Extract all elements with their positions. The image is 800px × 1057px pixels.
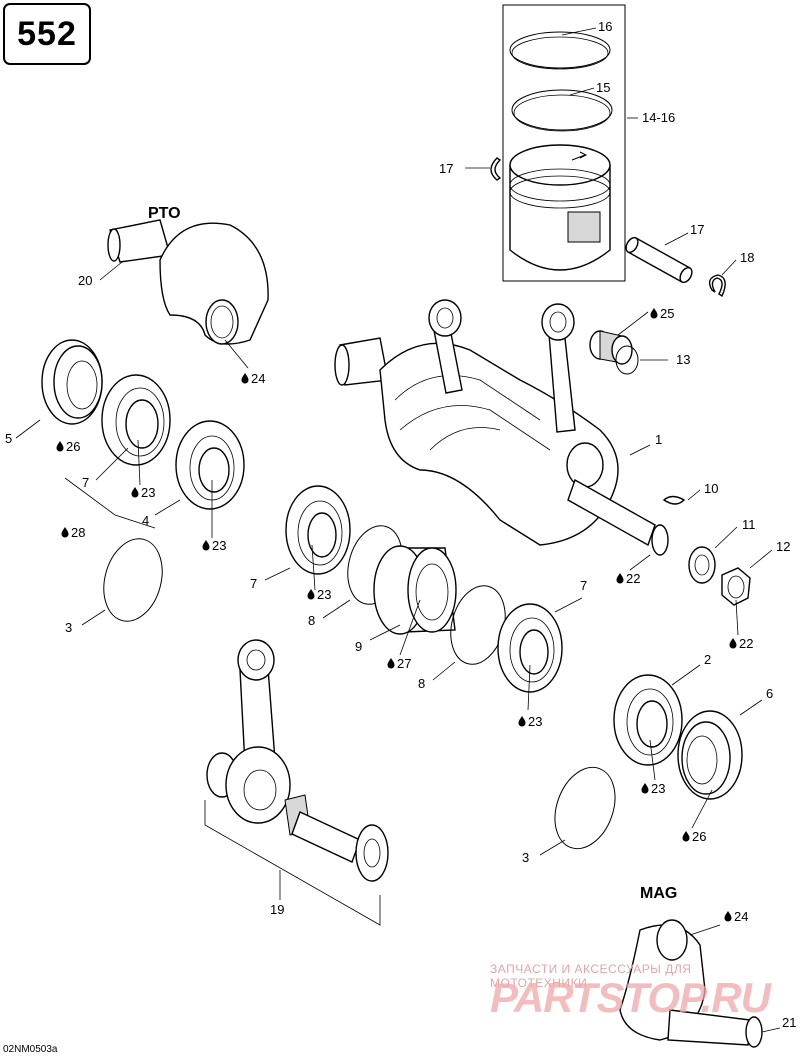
callout-23-bearing4: 23 [212,538,226,553]
callout-24-mag: 24 [734,909,748,924]
ball-bearing-7-lower [497,603,563,693]
oil-seal-6 [677,710,743,800]
callout-15: 15 [596,80,610,95]
callout-23-bearing7: 23 [141,485,155,500]
callout-17-circlip: 17 [439,161,453,176]
watermark-tagline: ЗАПЧАСТИ И АКСЕССУАРЫ ДЛЯ МОТОТЕХНИКИ [490,962,692,990]
callout-7-center: 7 [250,576,257,591]
callout-26-pto: 26 [66,439,80,454]
callout-18: 18 [740,250,754,265]
callout-22-nut: 22 [739,636,753,651]
piston [509,144,611,271]
callout-4: 4 [142,513,149,528]
watermark-logo: PARTSTOP.RU [490,974,771,1021]
crankshaft-assembly [334,299,669,556]
bearing-cage-9 [373,545,457,635]
ball-bearing-7-pto [101,374,171,466]
image-code: 02NM0503a [3,1044,58,1055]
pto-label: PTO [148,205,181,222]
callout-20: 20 [78,273,92,288]
callout-26-mag: 26 [692,829,706,844]
circlip-17 [490,157,502,181]
callout-25: 25 [660,306,674,321]
callout-22-key: 22 [626,571,640,586]
callout-12: 12 [776,539,790,554]
woodruff-key-10 [662,495,686,505]
callout-14-16: 14-16 [642,110,675,125]
callout-7-pto: 7 [82,475,89,490]
oil-seal-5 [41,339,103,425]
piston-ring-16 [509,31,611,70]
callout-24-pto: 24 [251,371,265,386]
o-ring-3-mag [554,766,616,850]
callout-6: 6 [766,686,773,701]
callout-3-pto: 3 [65,620,72,635]
callout-23-center: 23 [317,587,331,602]
piston-group-box [502,4,626,282]
ball-bearing-4 [175,420,245,510]
piston-ring-15 [511,89,613,132]
ball-bearing-2 [613,674,683,766]
callout-28: 28 [71,525,85,540]
callout-23-lower: 23 [528,714,542,729]
callout-19: 19 [270,902,284,917]
callout-8-upper: 8 [308,613,315,628]
lock-washer-11 [688,546,716,584]
callout-21: 21 [782,1015,796,1030]
callout-16: 16 [598,19,612,34]
callout-11: 11 [742,517,756,532]
callout-10: 10 [704,481,718,496]
mag-label: MAG [640,885,677,902]
callout-3-mag: 3 [522,850,529,865]
callout-7-lower: 7 [580,578,587,593]
circlip-18 [708,274,726,298]
callout-2: 2 [704,652,711,667]
needle-bearing-25 [589,330,633,365]
callout-labels: 16 15 14-16 17 17 18 20 24 25 13 5 26 7 … [5,19,796,1030]
callout-1: 1 [655,432,662,447]
leader-lines [15,27,781,1033]
piston-pin-17 [625,236,693,284]
callout-5: 5 [5,431,12,446]
nut-12 [721,567,751,606]
pto-crank-half [107,219,269,345]
callout-9: 9 [355,639,362,654]
callout-17-pin: 17 [690,222,704,237]
ball-bearing-7-center [285,485,351,575]
thrust-washer-13 [615,345,639,375]
page-number-badge: 552 [3,3,91,65]
o-ring-3-pto [103,538,163,622]
callout-8-lower: 8 [418,676,425,691]
callout-27: 27 [397,656,411,671]
connecting-rod-assembly [206,639,389,882]
callout-13: 13 [676,352,690,367]
callout-23-bearing2: 23 [651,781,665,796]
